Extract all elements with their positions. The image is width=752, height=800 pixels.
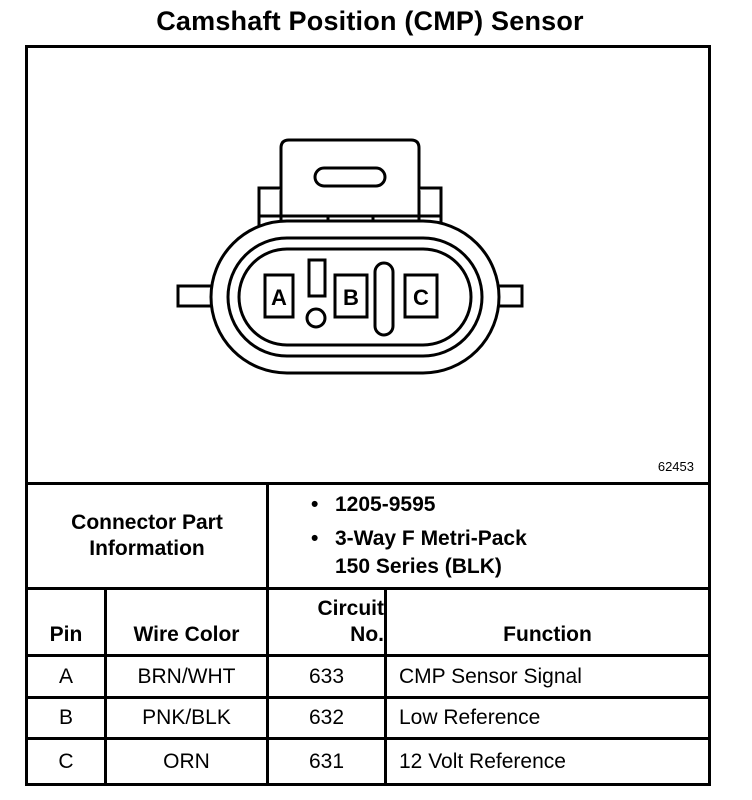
divider-row-b	[28, 737, 708, 740]
connector-part-info-list: • 1205-9595 • 3-Way F Metri-Pack 150 Ser…	[311, 491, 527, 581]
cell-wire-color: ORN	[163, 749, 210, 773]
pin-label-b: B	[343, 285, 359, 310]
divider-diagram	[28, 482, 708, 485]
key-rib-upper	[307, 258, 327, 298]
divider-row-a	[28, 696, 708, 699]
pin-cavity-b	[333, 273, 369, 319]
cell-pin: B	[58, 706, 73, 729]
header-circuit-no: Circuit No.	[317, 597, 384, 646]
connector-info-frame: A B C 62453 Connector Part Information •…	[25, 45, 711, 786]
divider-part-info-vertical	[266, 485, 269, 587]
bullet: •	[311, 493, 319, 516]
divider-col-circuit	[384, 590, 387, 783]
cell-function: Low Reference	[399, 706, 541, 729]
cell-function: CMP Sensor Signal	[399, 664, 582, 688]
figure-id: 62453	[657, 459, 694, 474]
connector-face-view: A B C	[176, 138, 524, 375]
cell-function: 12 Volt Reference	[399, 749, 566, 773]
part-number: 1205-9595	[335, 493, 436, 516]
header-wire-color: Wire Color	[133, 623, 240, 646]
divider-col-wire	[266, 590, 269, 783]
part-info-item: • 1205-9595	[311, 491, 527, 519]
connector-ear-left	[176, 284, 216, 308]
connector-part-info-label: Connector Part Information	[71, 511, 223, 560]
cell-wire-color: BRN/WHT	[137, 664, 236, 688]
part-info-item: • 3-Way F Metri-Pack 150 Series (BLK)	[311, 525, 527, 581]
cell-circuit: 633	[308, 664, 345, 688]
cell-circuit: 631	[308, 749, 345, 773]
key-peg	[305, 307, 327, 329]
bullet: •	[311, 527, 319, 550]
connector-diagram: A B C 62453	[28, 48, 708, 485]
lock-tab-slot	[313, 166, 387, 188]
pin-cavity-c	[403, 273, 439, 319]
key-rib-vertical	[373, 261, 395, 337]
pin-label-a: A	[271, 285, 287, 310]
pin-cavity-a	[263, 273, 295, 319]
divider-header	[28, 654, 708, 657]
cell-pin: A	[58, 664, 73, 688]
cell-circuit: 632	[308, 706, 345, 729]
connector-series: 150 Series (BLK)	[335, 555, 502, 578]
divider-col-pin	[104, 590, 107, 783]
cell-pin: C	[58, 749, 74, 773]
header-function: Function	[503, 623, 592, 646]
cell-wire-color: PNK/BLK	[142, 706, 231, 729]
connector-type: 3-Way F Metri-Pack	[335, 527, 527, 550]
divider-part-info	[28, 587, 708, 590]
page-title: Camshaft Position (CMP) Sensor	[156, 6, 584, 36]
header-pin: Pin	[49, 623, 83, 646]
pin-label-c: C	[413, 285, 429, 310]
